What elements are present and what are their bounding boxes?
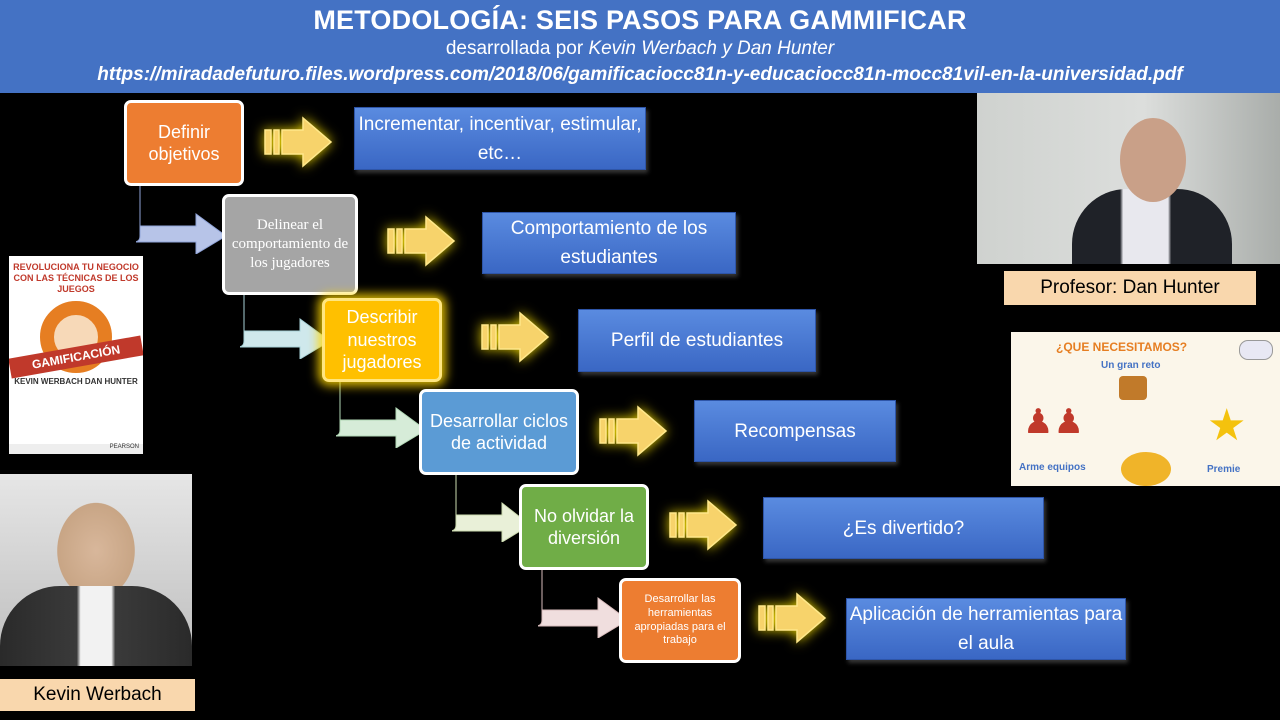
right-arrow-icon [668,499,738,551]
suit-shape [0,586,192,666]
page-subtitle: desarrollada por Kevin Werbach y Dan Hun… [0,36,1280,62]
need-subtitle: Un gran reto [1101,360,1161,371]
right-arrow-icon [598,405,668,457]
step-4-box: Desarrollar ciclos de actividad [419,389,579,475]
step-6-box: Desarrollar las herramientas apropiadas … [619,578,741,663]
caption-dan-hunter: Profesor: Dan Hunter [1004,271,1256,305]
subtitle-authors: Kevin Werbach y Dan Hunter [588,38,835,59]
result-box-4: Recompensas [694,400,896,462]
source-url[interactable]: https://miradadefuturo.files.wordpress.c… [97,64,1183,85]
elbow-connector-2 [240,293,332,359]
book-cover-image: REVOLUCIONA TU NEGOCIO CON LAS TÉCNICAS … [9,256,143,454]
book-tagline: REVOLUCIONA TU NEGOCIO CON LAS TÉCNICAS … [13,262,139,294]
result-box-6: Aplicación de herramientas para el aula [846,598,1126,660]
step-1-box: Definir objetivos [124,100,244,186]
dan-hunter-photo [977,93,1280,264]
page-title: METODOLOGÍA: SEIS PASOS PARA GAMMIFICAR [313,5,967,35]
right-arrow-icon [757,592,827,644]
kevin-werbach-photo [0,474,192,666]
subtitle-prefix: desarrollada por [445,38,589,59]
result-box-1: Incrementar, incentivar, estimular, etc… [354,107,646,170]
elbow-connector-5 [538,570,630,638]
treasure-chest-icon [1119,376,1147,400]
result-box-3: Perfil de estudiantes [578,309,816,372]
head-shape [1120,118,1186,202]
caption-kevin-werbach: Kevin Werbach [0,679,195,711]
kids-icon: ♟♟ [1023,403,1084,441]
header-banner: METODOLOGÍA: SEIS PASOS PARA GAMMIFICAR … [0,0,1280,93]
result-box-5: ¿Es divertido? [763,497,1044,559]
need-title: ¿QUE NECESITAMOS? [1056,340,1188,354]
step-2-box: Delinear el comportamiento de los jugado… [222,194,358,295]
que-necesitamos-image: ¿QUE NECESITAMOS? Un gran reto ♟♟ ★ Arme… [1011,332,1280,486]
need-left-label: Arme equipos [1019,462,1086,473]
right-arrow-icon [263,116,333,168]
elbow-connector-3 [336,380,428,448]
star-icon: ★ [1207,401,1247,450]
step-3-box: Describir nuestros jugadores [322,298,442,382]
step-5-box: No olvidar la diversión [519,484,649,570]
gamepad-icon [1239,340,1273,360]
book-publisher: PEARSON [9,444,143,454]
right-arrow-icon [480,311,550,363]
elbow-connector-4 [452,475,532,542]
elbow-connector-1 [136,184,228,254]
book-authors: KEVIN WERBACH DAN HUNTER [14,377,138,386]
right-arrow-icon [386,215,456,267]
need-right-label: Premie [1207,464,1241,475]
result-box-2: Comportamiento de los estudiantes [482,212,736,274]
coins-icon [1121,452,1171,486]
